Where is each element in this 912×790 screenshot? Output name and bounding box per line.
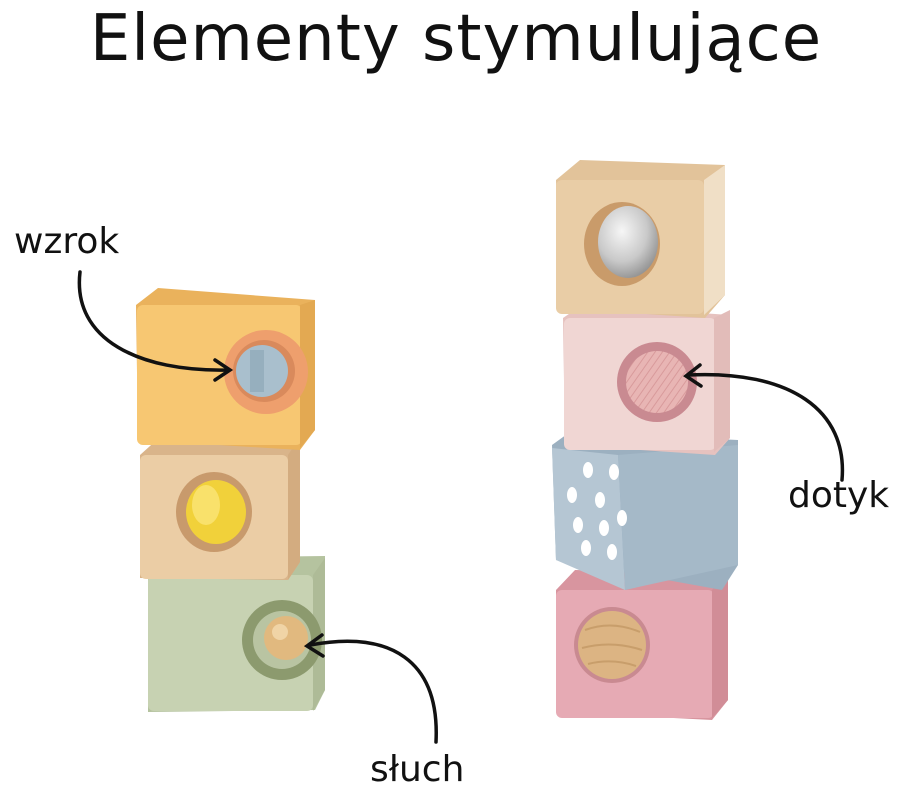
label-touch: dotyk [788, 475, 890, 516]
hearing-arrow [308, 639, 438, 744]
annotation-arrows [77, 270, 845, 744]
label-vision: wzrok [14, 221, 120, 262]
page-title: Elementy stymulujące [89, 2, 823, 76]
wood-window-block [556, 160, 725, 318]
touch-arrow [686, 372, 845, 482]
wood-mirror-block [140, 437, 300, 580]
touch-arrowhead [683, 363, 703, 388]
pink-fabric-block [563, 305, 730, 455]
hearing-arrowhead [303, 633, 325, 658]
vision-arrow [77, 270, 230, 372]
label-hearing: słuch [370, 749, 465, 790]
raindrop-pattern [567, 462, 627, 560]
pink-touch-block [556, 570, 728, 720]
blue-dots-block [552, 432, 738, 590]
green-sound-block [148, 556, 325, 712]
vision-arrowhead [213, 358, 234, 382]
